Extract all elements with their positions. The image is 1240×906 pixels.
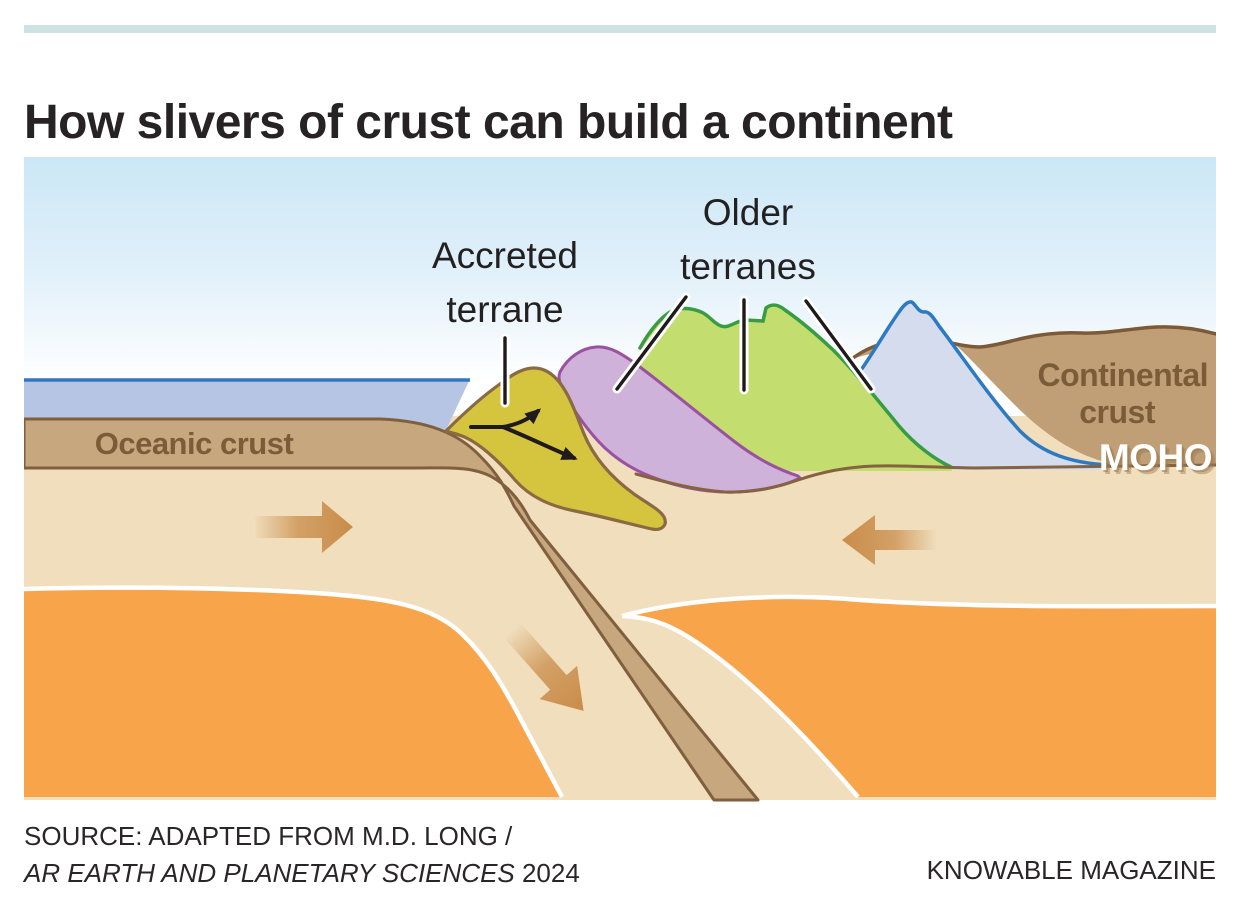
svg-text:Continental: Continental [1038, 357, 1208, 393]
subduction-diagram: Oceanic crust [22, 157, 1218, 803]
label-moho: MOHO MOHO MOHO [1099, 437, 1217, 482]
mantle-right [621, 594, 1217, 799]
svg-text:MOHO: MOHO [1103, 441, 1216, 482]
label-accreted-terrane: Accreted terrane [432, 235, 578, 330]
page-title: How slivers of crust can build a contine… [24, 96, 953, 150]
leader-lines [500, 292, 876, 408]
svg-text:terranes: terranes [680, 246, 816, 287]
source-line2: AR EARTH AND PLANETARY SCIENCES 2024 [24, 858, 580, 888]
svg-text:MOHO: MOHO [1099, 437, 1212, 478]
svg-text:terrane: terrane [446, 289, 563, 330]
svg-text:Older: Older [703, 192, 793, 233]
diagram-svg: Oceanic crust [22, 157, 1218, 803]
ocean [24, 378, 470, 430]
plate-arrow-right-icon [255, 501, 353, 553]
mantle-left [23, 585, 564, 799]
svg-text:crust: crust [1079, 394, 1156, 430]
accretion-arrows-icon [469, 408, 578, 460]
source-line1: SOURCE: ADAPTED FROM M.D. LONG / [24, 821, 513, 851]
accent-bar [24, 25, 1216, 33]
credit-text: KNOWABLE MAGAZINE [926, 855, 1216, 885]
slab-arrow-icon [503, 622, 584, 711]
plate-arrow-left-icon [842, 515, 937, 565]
source-text: SOURCE: ADAPTED FROM M.D. LONG / AR EART… [24, 818, 580, 892]
label-continental-crust: Continental crust [1038, 357, 1209, 430]
oceanic-crust-label: Oceanic crust [95, 426, 294, 461]
ground-moho-line [634, 463, 1218, 494]
svg-text:MOHO: MOHO [1101, 439, 1214, 480]
svg-text:Accreted: Accreted [432, 235, 578, 276]
terrane-blue [849, 300, 1110, 470]
label-older-terranes: Older terranes [680, 192, 816, 287]
